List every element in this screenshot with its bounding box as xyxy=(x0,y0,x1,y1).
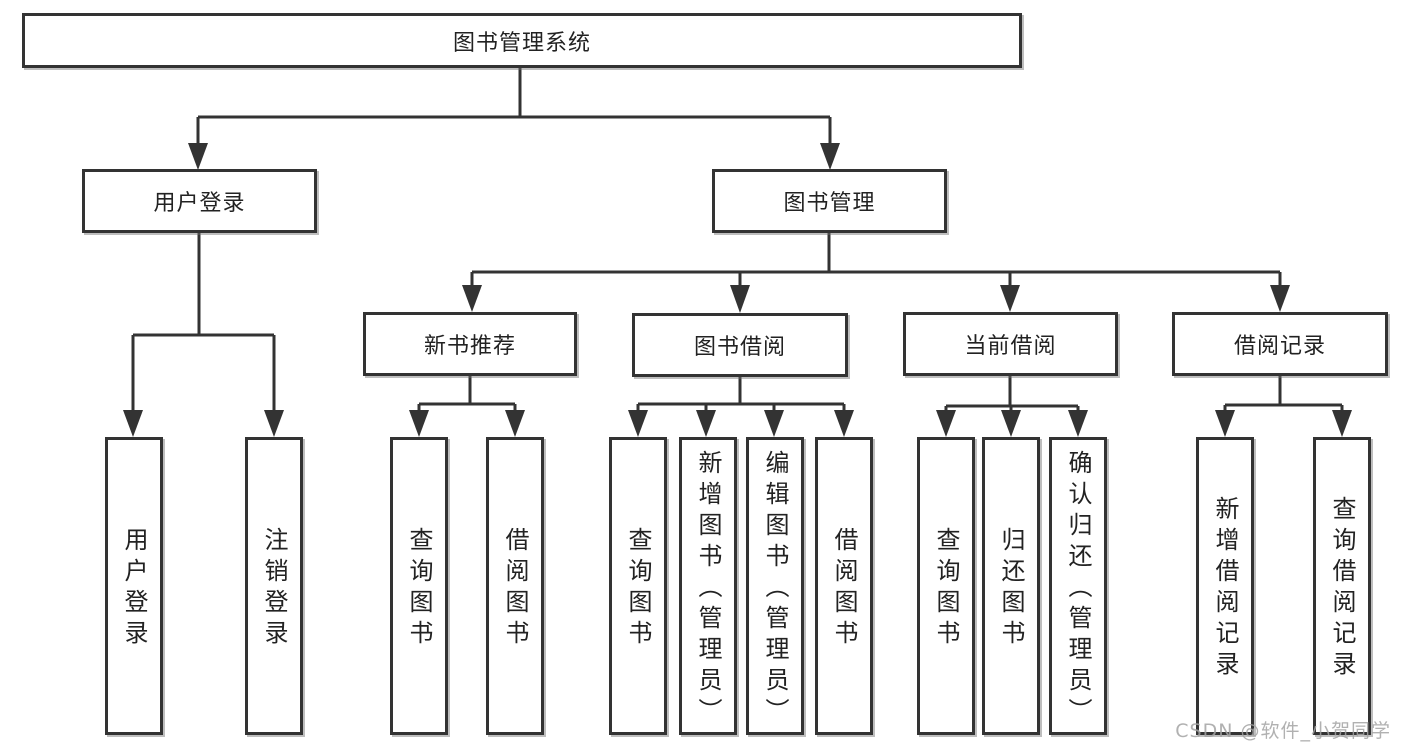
node-book-management: 图书管理 xyxy=(712,169,947,233)
leaf-add-book-admin: 新增图书（管理员） xyxy=(679,437,737,735)
leaf-query-books-recommend: 查询图书 xyxy=(390,437,448,735)
leaf-borrow-books-recommend: 借阅图书 xyxy=(486,437,544,735)
leaf-confirm-return-admin: 确认归还（管理员） xyxy=(1049,437,1107,735)
leaf-query-books-borrow: 查询图书 xyxy=(609,437,667,735)
csdn-watermark: CSDN @软件_小贺同学 xyxy=(1175,720,1391,742)
leaf-query-books-current: 查询图书 xyxy=(917,437,975,735)
leaf-borrow-books: 借阅图书 xyxy=(815,437,873,735)
leaf-user-login: 用户登录 xyxy=(105,437,163,735)
arrowheads xyxy=(123,143,1352,437)
node-borrow-records: 借阅记录 xyxy=(1172,312,1388,376)
leaf-query-borrow-record: 查询借阅记录 xyxy=(1313,437,1371,735)
node-user-login: 用户登录 xyxy=(82,169,317,233)
node-current-borrow: 当前借阅 xyxy=(903,312,1118,376)
node-book-borrow: 图书借阅 xyxy=(632,313,848,377)
leaf-return-book: 归还图书 xyxy=(982,437,1040,735)
node-library-management-system: 图书管理系统 xyxy=(22,13,1022,68)
node-new-book-recommend: 新书推荐 xyxy=(363,312,577,376)
leaf-add-borrow-record: 新增借阅记录 xyxy=(1196,437,1254,735)
leaf-edit-book-admin: 编辑图书（管理员） xyxy=(746,437,804,735)
leaf-logout: 注销登录 xyxy=(245,437,303,735)
